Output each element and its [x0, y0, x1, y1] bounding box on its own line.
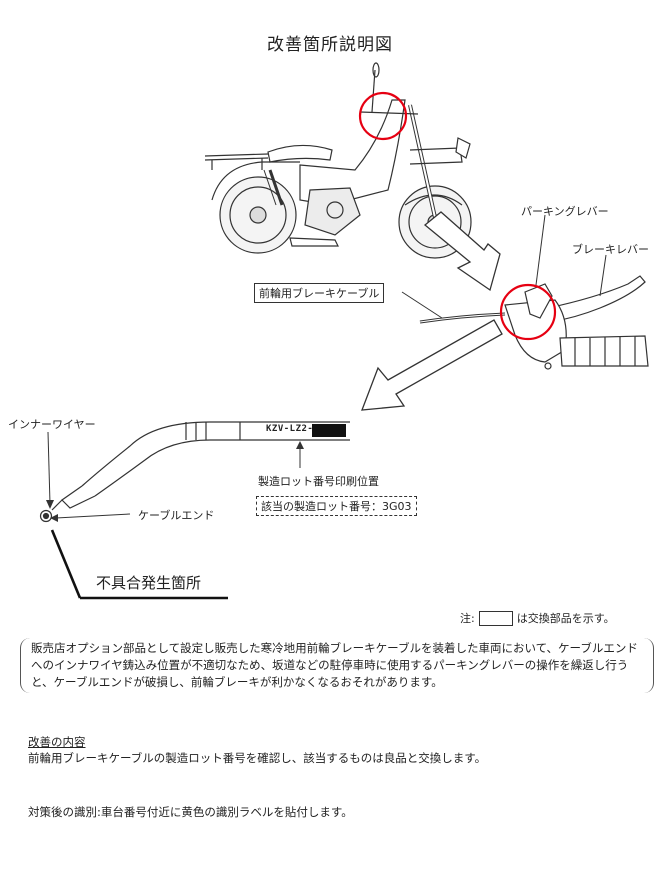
- applicable-lot-label: 該当の製造ロット番号：3G03: [256, 496, 417, 516]
- brake-lever-label: ブレーキレバー: [572, 243, 649, 256]
- brake-lever-leader: [599, 254, 607, 297]
- description-text: 販売店オプション部品として設定し販売した寒冷地用前輪ブレーキケーブルを装着した車…: [20, 638, 654, 693]
- improvement-heading: 改善の内容: [28, 735, 86, 749]
- cable-detail-illustration: [39, 421, 350, 523]
- cable-end-label: ケーブルエンド: [138, 509, 215, 522]
- replacement-part-box: [478, 610, 513, 626]
- parking-lever-leader: [535, 214, 546, 286]
- motorcycle-illustration: [204, 62, 472, 259]
- lot-print-position-label: 製造ロット番号印刷位置: [258, 475, 379, 488]
- improvement-section: 改善の内容 前輪用ブレーキケーブルの製造ロット番号を確認し、該当するものは良品と…: [28, 734, 486, 766]
- inner-wire-arrowhead: [46, 500, 54, 509]
- lot-number-mask: [312, 424, 346, 437]
- improvement-body: 前輪用ブレーキケーブルの製造ロット番号を確認し、該当するものは良品と交換します。: [28, 751, 487, 765]
- front-brake-cable-leader: [401, 291, 443, 319]
- note-prefix: 注:: [460, 612, 475, 625]
- defect-location-label: 不具合発生箇所: [96, 574, 202, 592]
- front-brake-cable-label: 前輪用ブレーキケーブル: [254, 283, 385, 303]
- parking-lever-label: パーキングレバー: [521, 205, 609, 218]
- identification-text: 対策後の識別:車台番号付近に黄色の識別ラベルを貼付します。: [28, 805, 353, 819]
- cable-end-leader: [55, 513, 131, 519]
- hollow-arrow-1: [423, 211, 501, 292]
- lot-print-arrowhead: [296, 441, 304, 449]
- note-suffix: は交換部品を示す。: [516, 612, 615, 625]
- note: 注: は交換部品を示す。: [460, 610, 615, 626]
- cable-print-text: KZV-LZ2-: [266, 424, 314, 434]
- page-title: 改善箇所説明図: [267, 35, 393, 55]
- cable-end-arrowhead: [50, 514, 58, 522]
- inner-wire-label: インナーワイヤー: [8, 418, 96, 431]
- brake-lever-illustration: [419, 275, 649, 370]
- highlight-circle-lever: [499, 283, 557, 341]
- inner-wire-leader: [47, 431, 51, 505]
- highlight-circle-handlebar: [358, 91, 408, 141]
- hollow-arrow-2: [361, 319, 503, 411]
- defect-pointer-line: [50, 529, 82, 599]
